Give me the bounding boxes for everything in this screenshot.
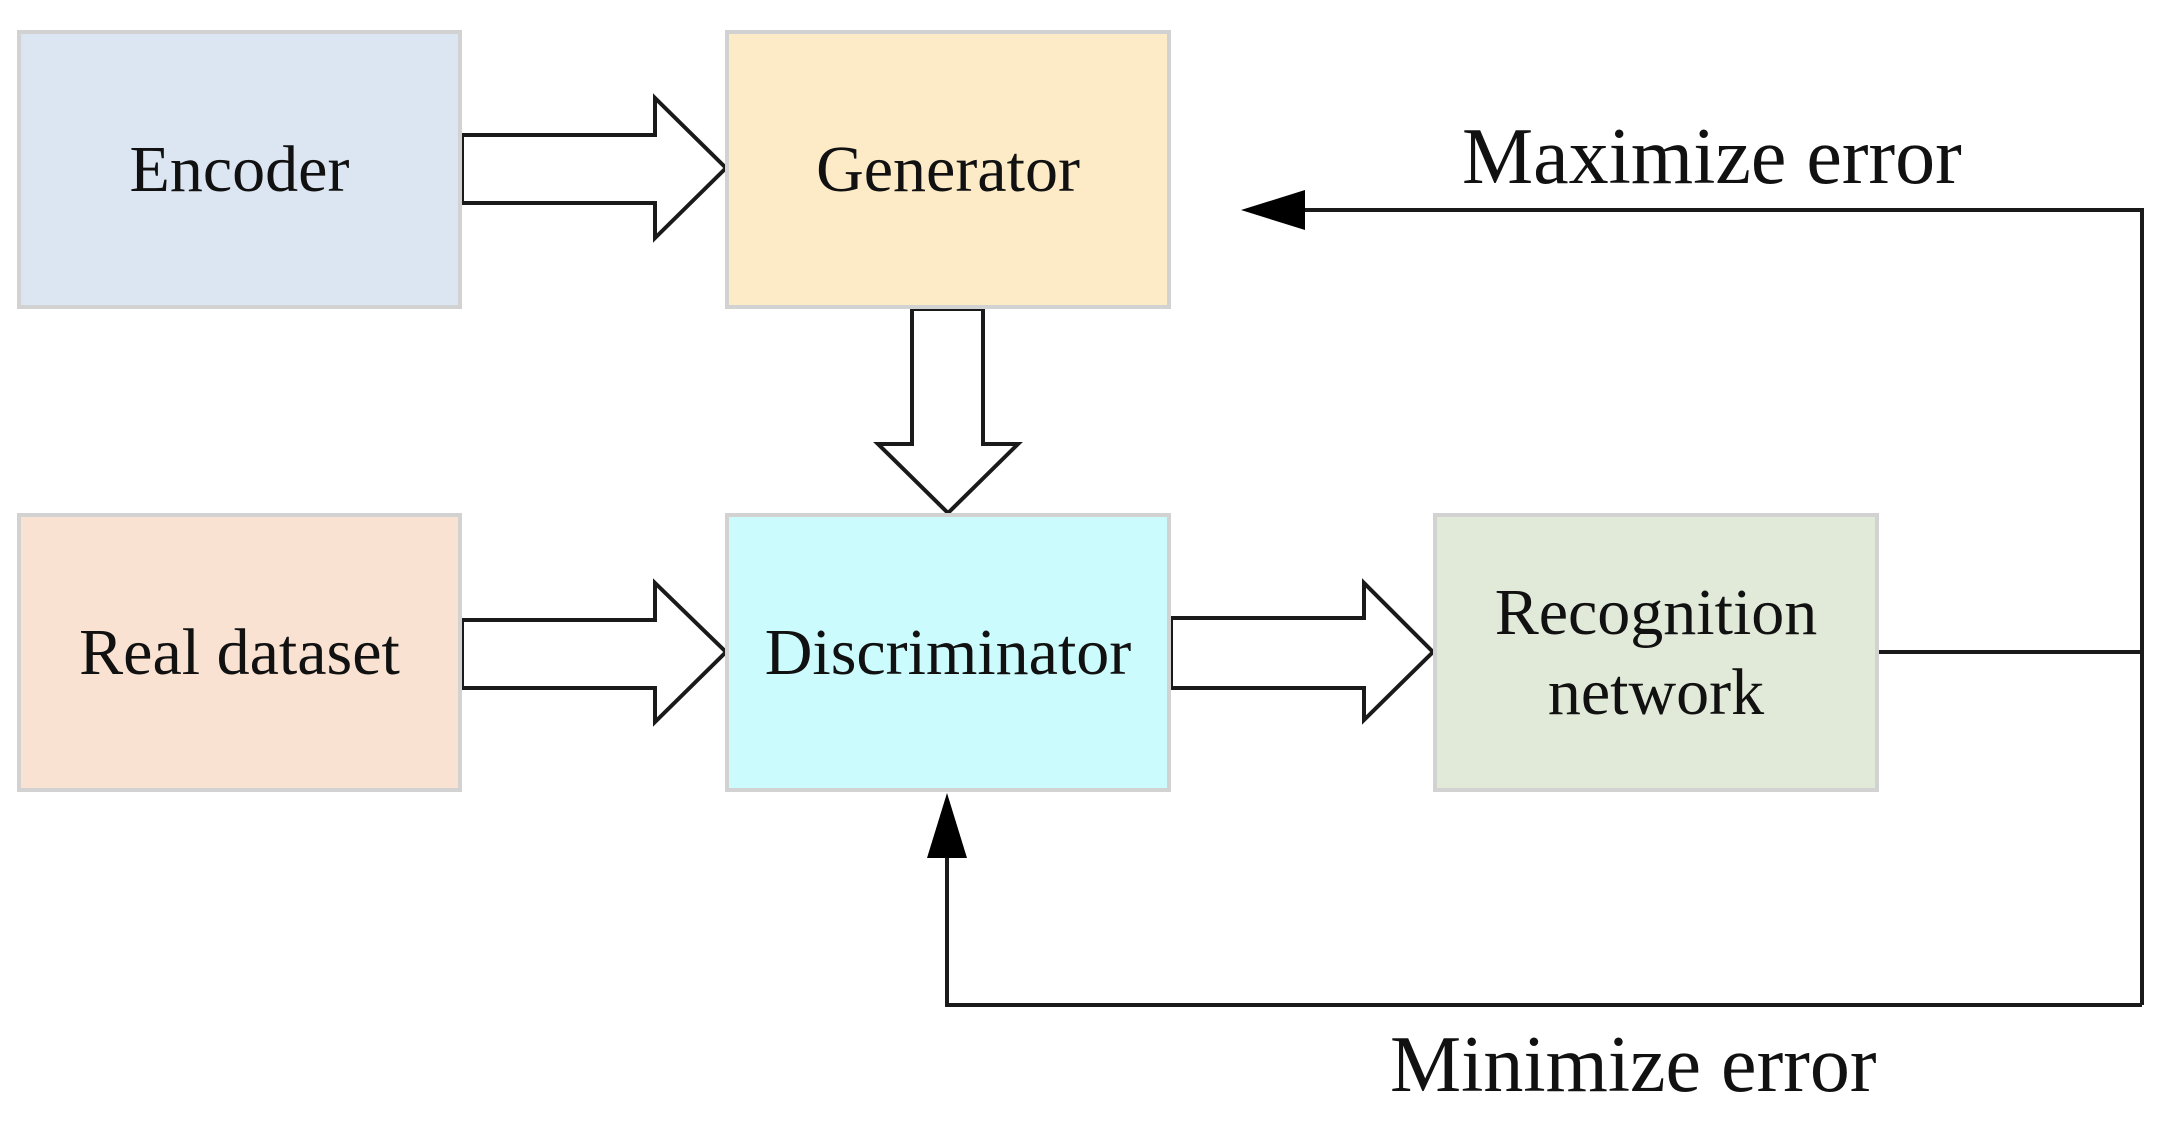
maximize-error-arrowhead [1241, 190, 1305, 230]
real-to-discriminator-arrow [460, 578, 729, 727]
encoder-label: Encoder [129, 132, 350, 206]
discriminator-to-recognition-arrow [1169, 578, 1436, 725]
generator-label: Generator [816, 132, 1080, 206]
discriminator-node: Discriminator [725, 513, 1171, 792]
minimize-error-line [945, 858, 2142, 1007]
recognition-network-node: Recognition network [1433, 513, 1879, 792]
recognition-network-label: Recognition network [1494, 576, 1818, 729]
encoder-to-generator-arrow [460, 93, 729, 243]
real-dataset-label: Real dataset [79, 615, 400, 689]
discriminator-label: Discriminator [764, 615, 1132, 689]
maximize-error-label: Maximize error [1462, 113, 1962, 201]
encoder-node: Encoder [17, 30, 462, 309]
generator-to-discriminator-arrow [873, 307, 1023, 516]
minimize-error-arrowhead [927, 793, 967, 858]
minimize-error-label: Minimize error [1390, 1021, 1877, 1109]
maximize-error-line [1305, 208, 2144, 1005]
real-dataset-node: Real dataset [17, 513, 462, 792]
generator-node: Generator [725, 30, 1171, 309]
